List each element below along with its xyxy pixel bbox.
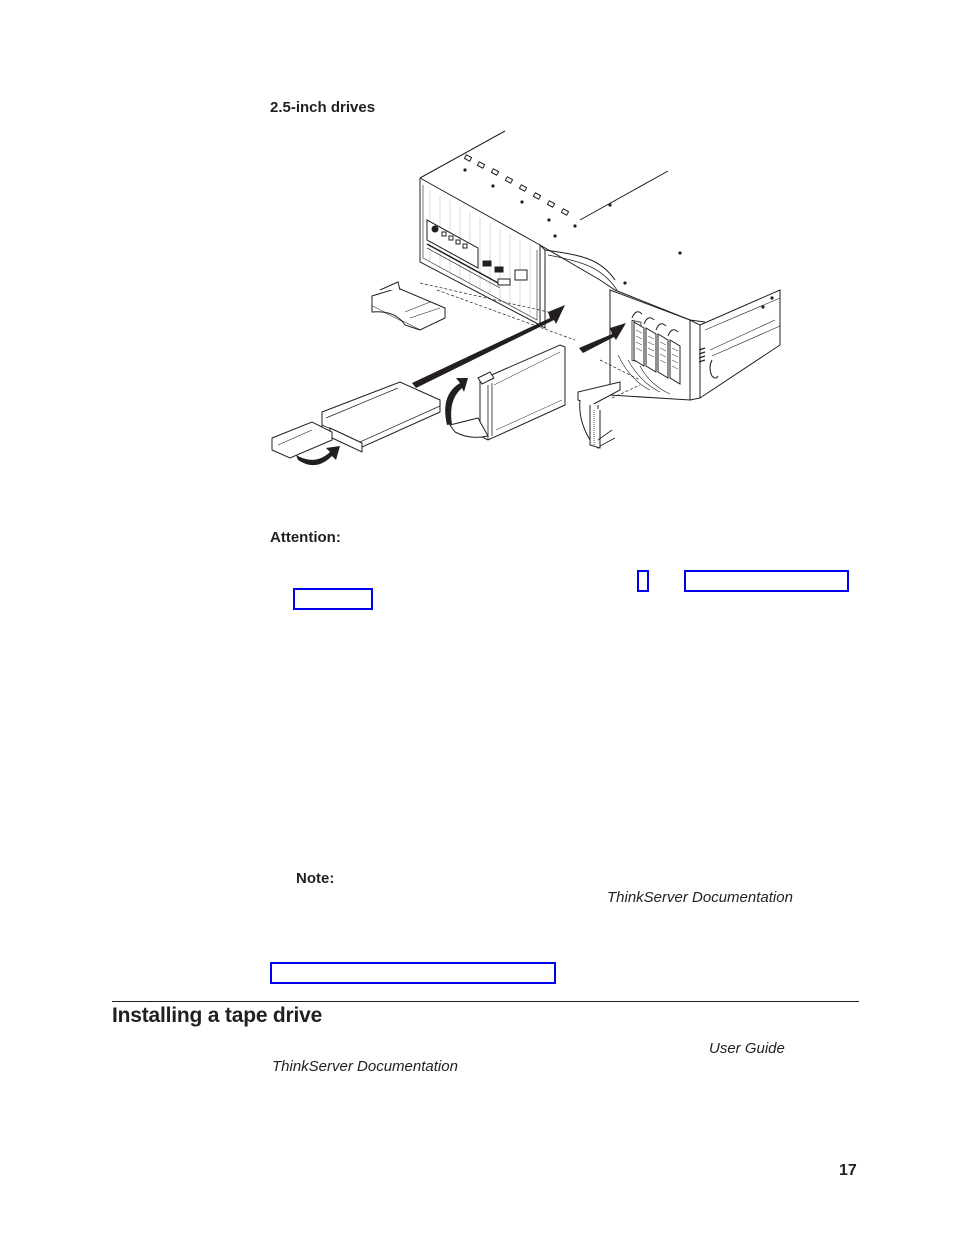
documentation-reference: ThinkServer Documentation bbox=[272, 1058, 458, 1075]
filler-panel-icon bbox=[371, 281, 446, 331]
rotate-handle-arrow-icon bbox=[445, 378, 468, 425]
cross-reference-link[interactable] bbox=[637, 570, 649, 592]
drive-tray-icon bbox=[271, 381, 441, 459]
page-number: 17 bbox=[839, 1162, 857, 1179]
cross-reference-link[interactable] bbox=[684, 570, 849, 592]
drive-tray-icon bbox=[449, 344, 566, 441]
rotate-handle-arrow-icon bbox=[296, 446, 340, 466]
filler-panel-icon bbox=[577, 381, 621, 450]
insert-arrow-icon bbox=[412, 305, 565, 388]
user-guide-reference: User Guide bbox=[709, 1040, 785, 1057]
drive-installation-figure bbox=[271, 130, 781, 466]
cross-reference-link[interactable] bbox=[270, 962, 556, 984]
cross-reference-link[interactable] bbox=[293, 588, 373, 610]
insert-arrow-icon bbox=[579, 323, 626, 353]
note-doc-reference: ThinkServer Documentation bbox=[607, 889, 793, 906]
figure-subheading: 2.5-inch drives bbox=[270, 99, 376, 116]
note-label: Note: bbox=[296, 870, 335, 887]
server-chassis-icon bbox=[419, 130, 781, 401]
section-title: Installing a tape drive bbox=[112, 1004, 323, 1027]
attention-label: Attention: bbox=[270, 529, 341, 546]
section-divider bbox=[112, 1001, 859, 1002]
